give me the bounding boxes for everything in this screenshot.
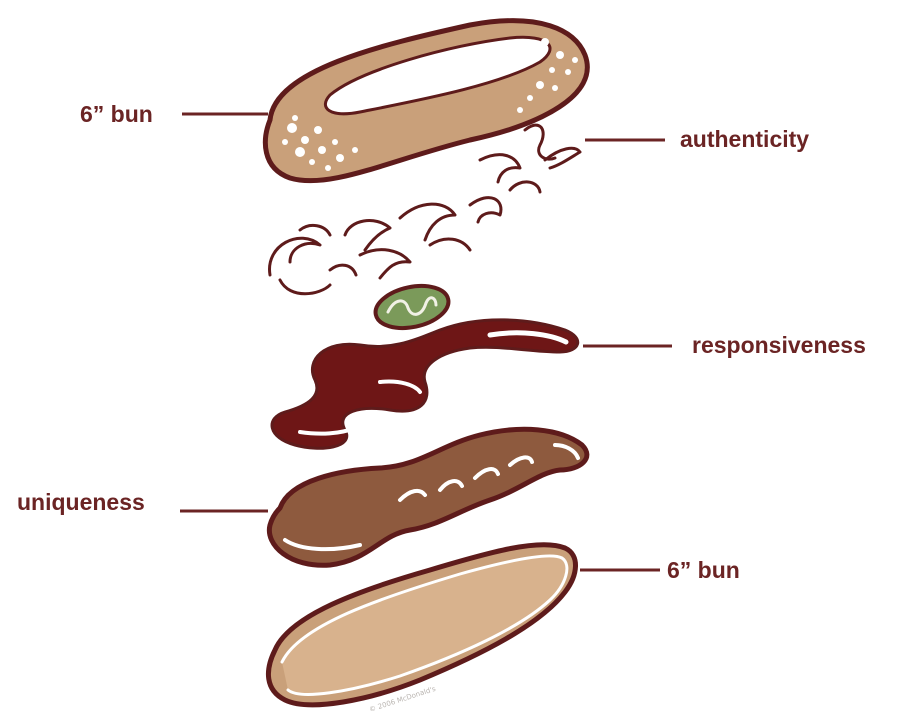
label-bottom-bun: 6” bun	[667, 557, 740, 583]
bottom-bun	[265, 542, 578, 708]
pickle	[373, 283, 451, 331]
patty	[266, 426, 590, 568]
sauce	[270, 318, 579, 450]
label-responsiveness: responsiveness	[692, 332, 866, 358]
top-bun	[262, 18, 590, 184]
label-uniqueness: uniqueness	[17, 489, 145, 515]
label-top-bun: 6” bun	[80, 101, 153, 127]
label-authenticity: authenticity	[680, 126, 809, 152]
lettuce-shreds	[268, 123, 582, 296]
